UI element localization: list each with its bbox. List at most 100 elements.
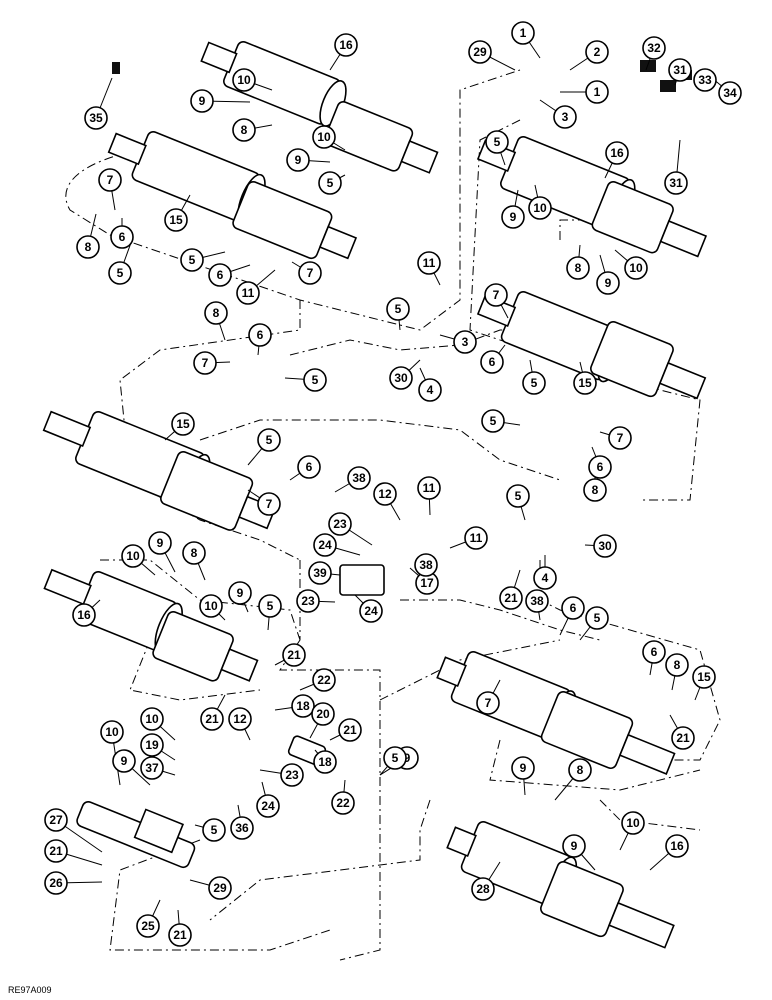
callout-label: 17 — [420, 576, 434, 590]
callout-5: 5 — [506, 484, 530, 508]
callout-label: 9 — [295, 153, 302, 167]
callout-label: 5 — [515, 489, 522, 503]
callout-16: 16 — [72, 603, 96, 627]
callout-label: 12 — [233, 712, 247, 726]
callout-circle — [257, 492, 281, 516]
callout-label: 6 — [119, 230, 126, 244]
callout-label: 21 — [173, 928, 187, 942]
callout-label: 39 — [313, 566, 327, 580]
callout-label: 7 — [493, 288, 500, 302]
callout-11: 11 — [464, 526, 488, 550]
callout-7: 7 — [298, 261, 322, 285]
callout-label: 9 — [404, 751, 411, 765]
callout-label: 7 — [107, 173, 114, 187]
callout-5: 5 — [383, 746, 407, 770]
callout-label: 10 — [626, 816, 640, 830]
callout-21: 21 — [282, 643, 306, 667]
callout-16: 16 — [665, 834, 689, 858]
callout-38: 38 — [347, 466, 371, 490]
callout-circle — [44, 871, 68, 895]
callout-label: 5 — [392, 751, 399, 765]
callout-circle — [718, 81, 742, 105]
callout-17: 17 — [415, 571, 439, 595]
callout-label: 19 — [145, 738, 159, 752]
callout-circle — [297, 455, 321, 479]
callout-label: 8 — [85, 240, 92, 254]
callout-circle — [280, 763, 304, 787]
callout-7: 7 — [608, 426, 632, 450]
callout-circle — [334, 33, 358, 57]
callout-label: 31 — [669, 176, 683, 190]
callout-label: 6 — [306, 460, 313, 474]
callout-circle — [232, 68, 256, 92]
callout-5: 5 — [522, 371, 546, 395]
callout-5: 5 — [202, 818, 226, 842]
callout-circle — [180, 248, 204, 272]
callout-circle — [318, 171, 342, 195]
callout-circle — [485, 130, 509, 154]
callout-7: 7 — [476, 691, 500, 715]
callout-circle — [331, 791, 355, 815]
callout-label: 5 — [395, 302, 402, 316]
callout-6: 6 — [588, 455, 612, 479]
callout-9: 9 — [501, 205, 525, 229]
callout-label: 7 — [307, 266, 314, 280]
callout-circle — [389, 366, 413, 390]
callout-circle — [76, 235, 100, 259]
callout-circle — [671, 726, 695, 750]
callout-circle — [642, 640, 666, 664]
callout-25: 25 — [136, 914, 160, 938]
callout-label: 8 — [191, 546, 198, 560]
callout-29: 29 — [468, 40, 492, 64]
callout-9: 9 — [511, 756, 535, 780]
callout-circle — [528, 196, 552, 220]
callout-circle — [476, 691, 500, 715]
callout-label: 25 — [141, 919, 155, 933]
callout-circle — [525, 589, 549, 613]
callout-circle — [568, 758, 592, 782]
callout-circle — [338, 718, 362, 742]
callout-circle — [308, 561, 332, 585]
callout-label: 31 — [673, 63, 687, 77]
callout-label: 7 — [266, 497, 273, 511]
callout-label: 9 — [520, 761, 527, 775]
callout-circle — [481, 409, 505, 433]
callout-circle — [417, 251, 441, 275]
cylinders — [42, 41, 708, 949]
callout-circle — [312, 125, 336, 149]
callout-10: 10 — [100, 720, 124, 744]
callout-circle — [468, 40, 492, 64]
callout-circle — [668, 58, 692, 82]
callout-2: 2 — [585, 40, 609, 64]
callout-31: 31 — [668, 58, 692, 82]
callout-circle — [417, 476, 441, 500]
callout-circle — [311, 702, 335, 726]
callout-label: 21 — [343, 723, 357, 737]
callout-circle — [303, 368, 327, 392]
callout-5: 5 — [585, 606, 609, 630]
callout-label: 10 — [126, 549, 140, 563]
callout-21: 21 — [44, 839, 68, 863]
callout-circle — [511, 756, 535, 780]
callout-10: 10 — [140, 707, 164, 731]
callout-11: 11 — [417, 251, 441, 275]
callout-label: 10 — [145, 712, 159, 726]
callout-10: 10 — [121, 544, 145, 568]
callout-label: 30 — [394, 371, 408, 385]
callout-label: 22 — [336, 796, 350, 810]
callout-label: 8 — [213, 306, 220, 320]
callout-label: 1 — [594, 85, 601, 99]
callout-label: 2 — [594, 45, 601, 59]
callout-34: 34 — [718, 81, 742, 105]
callout-26: 26 — [44, 871, 68, 895]
callout-circle — [208, 876, 232, 900]
callout-circle — [562, 834, 586, 858]
callout-29: 29 — [208, 876, 232, 900]
callout-label: 34 — [723, 86, 737, 100]
callout-28: 28 — [471, 877, 495, 901]
callout-label: 32 — [647, 41, 661, 55]
callout-18: 18 — [313, 750, 337, 774]
callout-circle — [533, 566, 557, 590]
callout-circle — [296, 589, 320, 613]
